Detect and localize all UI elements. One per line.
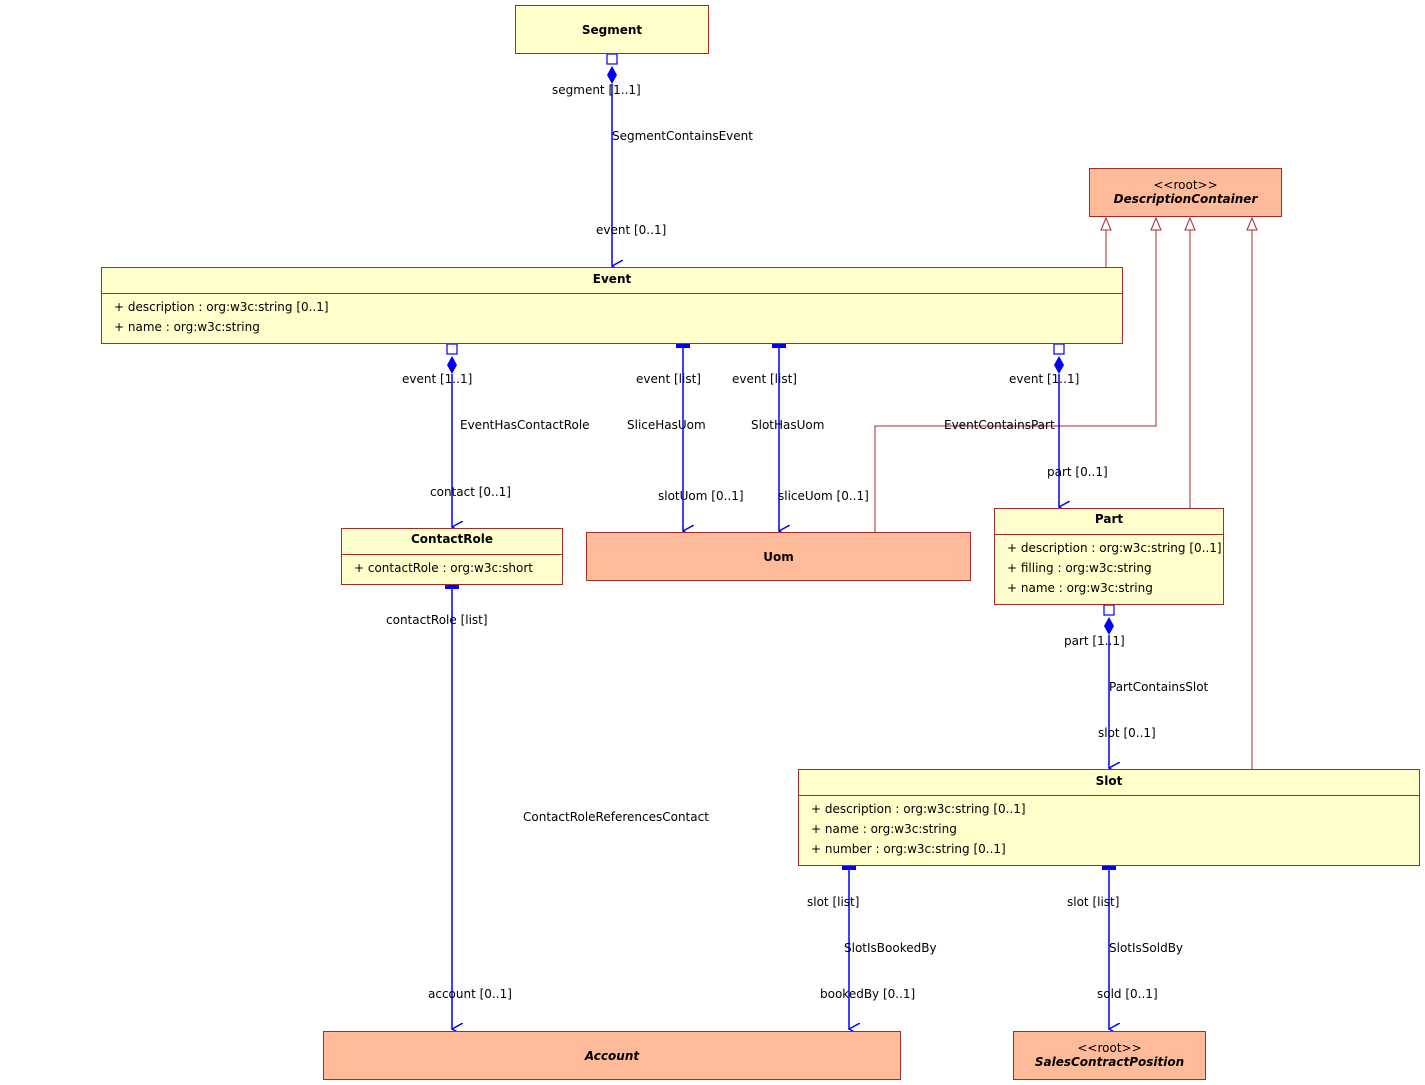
class-part[interactable]: Part + description : org:w3c:string [0..… (994, 508, 1224, 605)
association-event-contains-part (1053, 343, 1064, 507)
role-label: event [0..1] (596, 223, 667, 237)
generalization-uom (874, 216, 1162, 532)
attribute: + name : org:w3c:string (114, 320, 260, 334)
role-label: part [1..1] (1064, 634, 1125, 648)
role-label: bookedBy [0..1] (820, 987, 916, 1001)
class-name: Segment (581, 22, 643, 37)
role-label: contactRole [list] (386, 613, 488, 627)
class-name: Part (995, 509, 1223, 535)
attribute-list: + description : org:w3c:string [0..1] + … (995, 535, 1223, 598)
role-label: slotUom [0..1] (658, 489, 744, 503)
class-segment[interactable]: Segment (515, 5, 709, 54)
class-uom[interactable]: Uom (586, 532, 971, 581)
class-stereotype: <<root>> (1077, 1041, 1142, 1055)
attribute: + number : org:w3c:string [0..1] (811, 842, 1006, 856)
association-slot-is-booked-by (842, 866, 856, 1029)
association-name: EventContainsPart (944, 418, 1055, 432)
role-label: slot [0..1] (1098, 726, 1156, 740)
class-name: Slot (799, 770, 1419, 796)
class-name: DescriptionContainer (1113, 192, 1258, 206)
role-label: segment [1..1] (552, 83, 641, 97)
class-description-container[interactable]: <<root>> DescriptionContainer (1089, 168, 1282, 217)
role-label: event [list] (732, 372, 797, 386)
association-name: ContactRoleReferencesContact (523, 810, 709, 824)
class-name: ContactRole (342, 529, 562, 555)
association-name: SegmentContainsEvent (612, 129, 753, 143)
class-name: SalesContractPosition (1034, 1055, 1185, 1069)
association-name: SlotIsBookedBy (844, 941, 937, 955)
association-name: PartContainsSlot (1109, 680, 1209, 694)
role-label: part [0..1] (1047, 465, 1108, 479)
association-part-contains-slot (1103, 604, 1114, 768)
association-name: EventHasContactRole (460, 418, 590, 432)
generalization-event (1100, 216, 1112, 267)
role-label: slot [list] (807, 895, 860, 909)
role-label: account [0..1] (428, 987, 512, 1001)
class-stereotype: <<root>> (1153, 178, 1218, 192)
attribute-list: + contactRole : org:w3c:short (342, 555, 562, 578)
attribute: + name : org:w3c:string (811, 822, 957, 836)
association-contact-role-references-contact (445, 585, 459, 1029)
association-name: SliceHasUom (627, 418, 706, 432)
class-name: Uom (763, 549, 794, 564)
association-name: SlotIsSoldBy (1109, 941, 1184, 955)
class-sales-contract-position[interactable]: <<root>> SalesContractPosition (1013, 1031, 1206, 1080)
role-label: sold [0..1] (1097, 987, 1158, 1001)
role-label: event [1..1] (1009, 372, 1080, 386)
class-name: Account (584, 1048, 640, 1063)
attribute: + name : org:w3c:string (1007, 581, 1153, 595)
attribute-list: + description : org:w3c:string [0..1] + … (102, 294, 1122, 337)
class-event[interactable]: Event + description : org:w3c:string [0.… (101, 267, 1123, 344)
attribute: + description : org:w3c:string [0..1] (811, 802, 1026, 816)
association-name: SlotHasUom (751, 418, 825, 432)
role-label: sliceUom [0..1] (778, 489, 869, 503)
attribute: + filling : org:w3c:string (1007, 561, 1152, 575)
class-account[interactable]: Account (323, 1031, 901, 1080)
role-label: slot [list] (1067, 895, 1120, 909)
role-label: event [1..1] (402, 372, 473, 386)
class-name: Event (102, 268, 1122, 294)
generalization-part (1184, 216, 1196, 508)
association-event-has-contact-role (446, 343, 457, 527)
association-slot-has-uom (772, 344, 786, 531)
attribute: + description : org:w3c:string [0..1] (114, 300, 329, 314)
role-label: contact [0..1] (430, 485, 511, 499)
association-slice-has-uom (676, 344, 690, 531)
role-label: event [list] (636, 372, 701, 386)
class-contact-role[interactable]: ContactRole + contactRole : org:w3c:shor… (341, 528, 563, 585)
attribute: + contactRole : org:w3c:short (354, 561, 533, 575)
association-segment-contains-event (606, 53, 617, 266)
class-slot[interactable]: Slot + description : org:w3c:string [0..… (798, 769, 1420, 866)
attribute-list: + description : org:w3c:string [0..1] + … (799, 796, 1419, 859)
generalization-slot (1246, 216, 1258, 769)
association-slot-is-sold-by (1102, 866, 1116, 1029)
attribute: + description : org:w3c:string [0..1] (1007, 541, 1222, 555)
